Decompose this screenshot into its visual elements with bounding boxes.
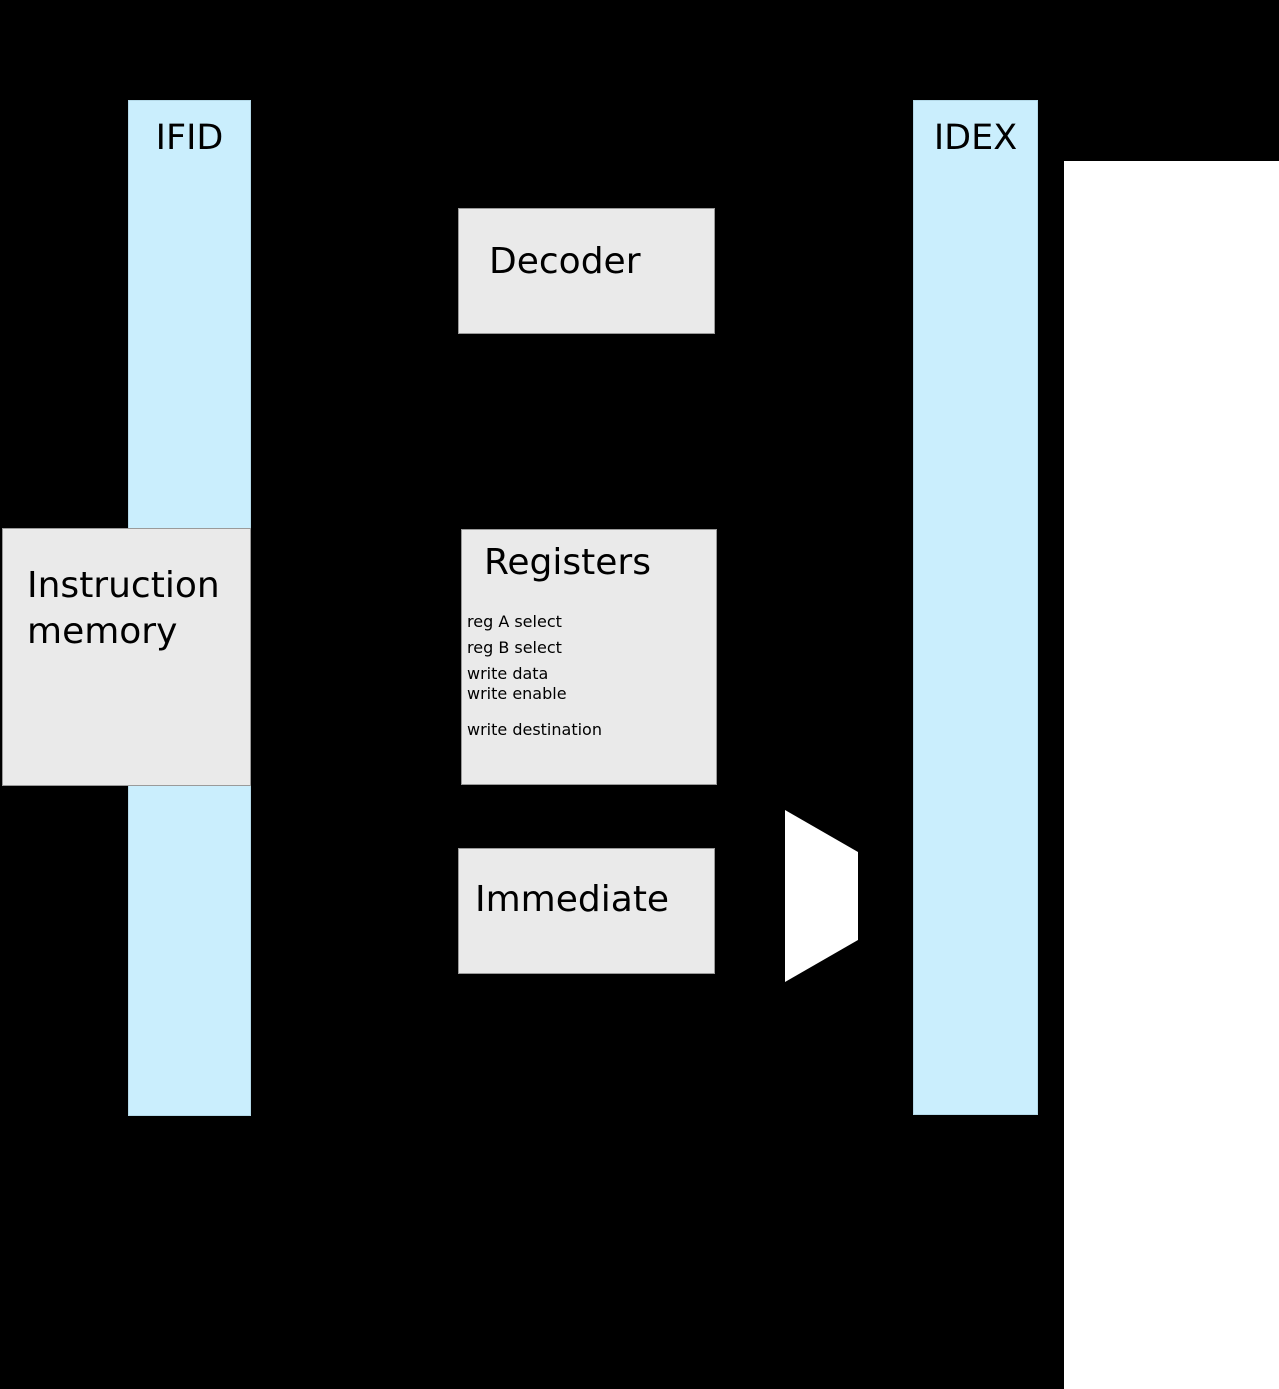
registers-port-write-data: write data: [467, 664, 549, 683]
pipeline-register-idex[interactable]: IDEX: [913, 100, 1038, 1115]
block-registers[interactable]: Registers reg A select reg B select writ…: [461, 529, 717, 785]
multiplexer-icon[interactable]: [784, 809, 859, 984]
block-registers-label: Registers: [484, 542, 651, 583]
block-immediate-label: Immediate: [475, 879, 670, 920]
block-immediate[interactable]: Immediate: [458, 848, 715, 974]
pipeline-register-idex-label: IDEX: [933, 118, 1018, 158]
multiplexer-shape: [785, 810, 858, 982]
block-decoder-label: Decoder: [489, 241, 641, 282]
registers-port-reg-a-select: reg A select: [467, 612, 562, 631]
block-decoder[interactable]: Decoder: [458, 208, 715, 334]
registers-port-reg-b-select: reg B select: [467, 638, 562, 657]
block-instruction-memory-label: Instruction memory: [27, 565, 220, 652]
registers-port-list: reg A select reg B select write data wri…: [467, 612, 712, 740]
registers-port-write-enable: write enable: [467, 684, 567, 703]
page-white-area: [1064, 161, 1279, 1389]
pipeline-register-ifid-label: IFID: [155, 118, 224, 158]
registers-port-write-destination: write destination: [467, 720, 602, 739]
block-instruction-memory[interactable]: Instruction memory: [2, 528, 251, 786]
